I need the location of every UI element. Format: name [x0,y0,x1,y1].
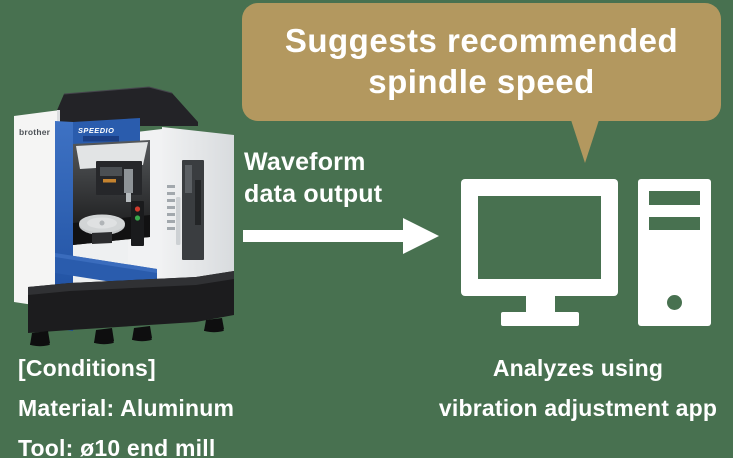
machine-blue-pillar [55,121,73,331]
machine-feet [30,318,224,347]
bubble-tail [571,120,599,163]
rotary-table [79,214,125,244]
cnc-machine-illustration: brother SPEEDIO [14,86,234,347]
model-strip [83,136,119,142]
waveform-label-line1: Waveform [244,148,366,176]
conditions-material: Material: Aluminum [18,395,235,421]
speech-bubble: Suggests recommended spindle speed [242,3,721,163]
bubble-text-line1: Suggests recommended [284,22,679,59]
tower-icon [638,179,711,326]
speedio-label: SPEEDIO [78,126,114,135]
analysis-line1: Analyzes using [492,355,664,381]
machine-base [28,271,234,347]
waveform-output-label: Waveform data output [244,146,382,210]
waveform-label-line2: data output [244,180,383,208]
machine-side-cabinet [162,127,234,321]
machine-left-panel: brother [14,110,60,309]
conditions-title: [Conditions] [18,355,156,381]
machine-header-band: SPEEDIO [73,118,140,144]
bubble-text-line2: spindle speed [368,63,595,100]
conditions-caption: [Conditions] Material: Aluminum Tool: ø1… [18,348,234,458]
power-button-icon [667,295,682,310]
machine-roof [52,86,198,126]
red-button-icon [134,206,141,212]
green-button-icon [134,215,141,221]
control-buttons [131,201,144,246]
monitor-icon [461,179,618,326]
spindle-head [96,161,142,202]
brother-logo: brother [19,127,51,137]
analysis-caption: Analyzes using vibration adjustment app [423,348,733,428]
analysis-line2: vibration adjustment app [438,395,718,421]
machine-blue-stripe [55,253,157,289]
vent-slots-icon [167,185,175,230]
conditions-tool: Tool: ø10 end mill [18,435,216,458]
right-arrow-icon [243,218,439,254]
desktop-computer-icon [461,179,711,326]
machine-interior [73,140,150,245]
cabinet-handle [176,197,181,245]
